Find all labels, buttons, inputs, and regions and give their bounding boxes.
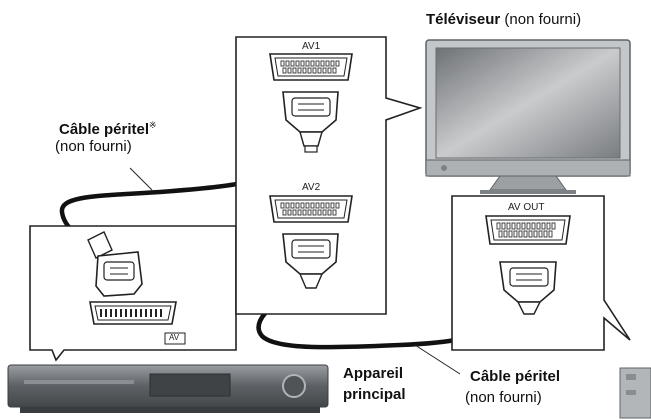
av-out-callout (451, 195, 631, 351)
tv-note: (non fourni) (504, 11, 582, 28)
cable1-note: (non fourni) (55, 138, 132, 155)
unit-title-line1: Appareil (343, 365, 404, 382)
cable-leader-line-1 (129, 167, 153, 191)
main-unit-rear-callout (29, 225, 237, 362)
cable1-title: Câble péritel (59, 121, 150, 138)
tv-rear-callout (235, 36, 423, 315)
port-label-av1: AV1 (302, 41, 321, 52)
unit-title-line2: principal (343, 386, 406, 403)
cable1-title-line: Câble péritel※ (59, 116, 157, 139)
cable-leader-line-2 (414, 344, 461, 375)
cable2-note: (non fourni) (465, 389, 542, 406)
tv-label: Téléviseur (non fourni) (426, 11, 581, 29)
cable1-footnote-mark: ※ (149, 120, 157, 130)
partial-device (619, 367, 651, 419)
port-label-av2: AV2 (302, 182, 321, 193)
main-unit (7, 364, 329, 413)
cable2-title: Câble péritel (470, 368, 561, 385)
port-label-av-out: AV OUT (508, 202, 545, 213)
tv-title: Téléviseur (426, 11, 501, 28)
port-label-av: AV (169, 333, 180, 342)
television (425, 39, 631, 194)
